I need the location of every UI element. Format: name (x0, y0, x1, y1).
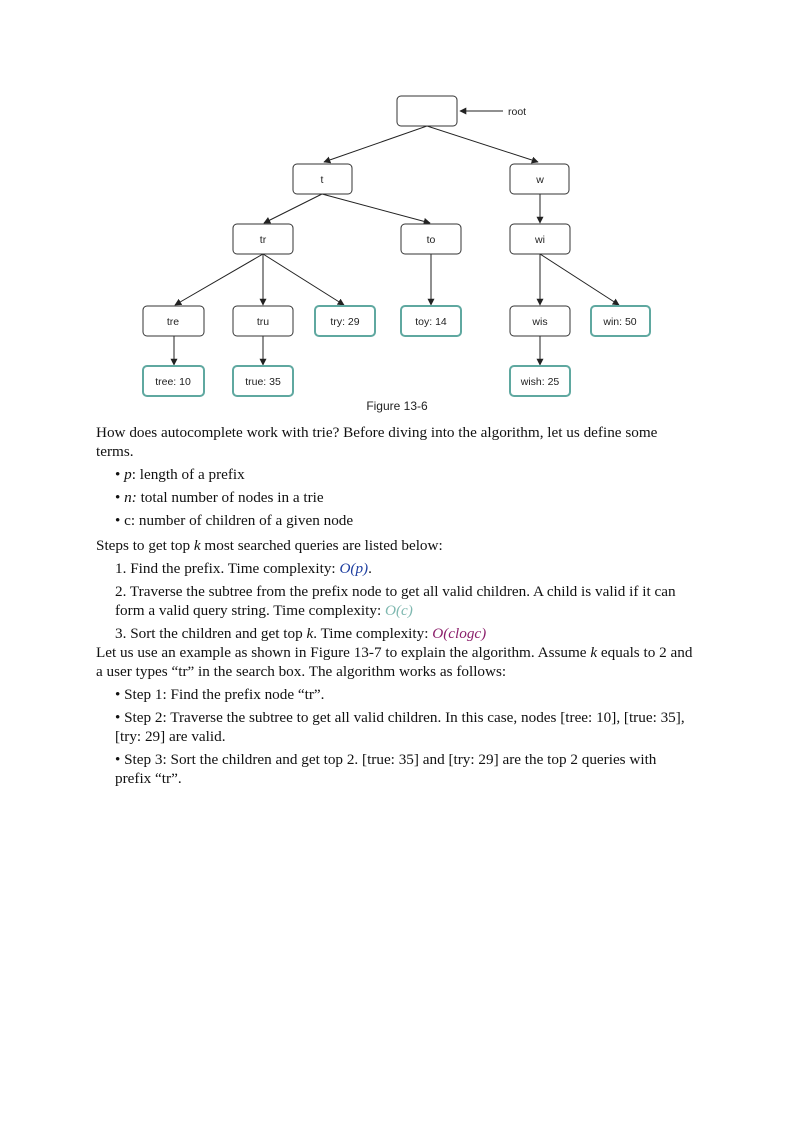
def-text: total number of nodes in a trie (136, 489, 324, 506)
example-text: Let us use an example as shown in Figure… (96, 644, 591, 661)
def-symbol: p (124, 466, 132, 483)
example-step-3: • Step 3: Sort the children and get top … (115, 751, 657, 787)
node-w (509, 163, 570, 195)
label-tre: tre (167, 316, 179, 328)
step-3: 3. Sort the children and get top k. Time… (115, 624, 696, 643)
def-text: : length of a prefix (131, 466, 245, 483)
example-step-1: • Step 1: Find the prefix node “tr”. (115, 686, 325, 703)
example-text: equals to 2 and a user types “tr” in the… (96, 644, 693, 680)
label-tree: tree: 10 (155, 376, 191, 388)
node-t (292, 163, 353, 195)
def-symbol: c (124, 512, 131, 529)
label-tru: tru (257, 316, 269, 328)
label-to: to (427, 234, 436, 246)
intro-paragraph: How does autocomplete work with trie? Be… (96, 424, 658, 460)
label-wish: wish: 25 (520, 376, 560, 388)
label-t: t (321, 174, 324, 186)
node-wish (509, 365, 571, 397)
step-1: 1. Find the prefix. Time complexity: O(p… (115, 559, 696, 578)
label-try: try: 29 (330, 316, 359, 328)
steps-intro-text: Steps to get top (96, 537, 194, 554)
node-tru (232, 305, 294, 337)
edge-t-to (321, 193, 431, 225)
def-item-p: • p: length of a prefix (115, 466, 245, 483)
label-wi: wi (534, 234, 545, 246)
step-2: 2. Traverse the subtree from the prefix … (115, 582, 696, 620)
node-tre (142, 305, 205, 337)
root-node (396, 95, 458, 127)
complexity-op: O(p) (339, 560, 369, 577)
edge-root-t (323, 125, 428, 164)
complexity-oclogc: O(clogc) (432, 625, 487, 642)
complexity-oc: O(c) (384, 602, 413, 619)
node-to (400, 223, 462, 255)
node-wis (509, 305, 571, 337)
label-tr: tr (260, 234, 267, 246)
edge-wi-win (539, 253, 620, 306)
label-win: win: 50 (602, 316, 636, 328)
var-k: k (590, 644, 598, 661)
label-true: true: 35 (245, 376, 281, 388)
edge-root-w (426, 125, 539, 164)
figure-caption: Figure 13-6 (366, 399, 428, 413)
example-paragraph: Let us use an example as shown in Figure… (96, 643, 696, 681)
def-text: : number of children of a given node (130, 512, 354, 529)
step-text: . Time complexity: (313, 625, 433, 642)
node-toy (400, 305, 462, 337)
trie-edges (170, 107, 620, 366)
root-label: root (508, 106, 526, 118)
label-wis: wis (531, 316, 547, 328)
node-try (314, 305, 376, 337)
edge-t-tr (263, 193, 323, 224)
def-symbol: n: (124, 489, 137, 506)
label-toy: toy: 14 (415, 316, 447, 328)
edge-tr-try (262, 253, 345, 306)
step-text: 3. Sort the children and get top (115, 625, 307, 642)
steps-intro-text: most searched queries are listed below: (200, 537, 443, 554)
var-k: k (306, 625, 314, 642)
edge-tr-tre (174, 253, 264, 306)
step-text: 1. Find the prefix. Time complexity: (115, 560, 340, 577)
step-text: . (368, 560, 372, 577)
var-k: k (193, 537, 201, 554)
def-item-c: • c: number of children of a given node (115, 512, 354, 529)
node-true (232, 365, 294, 397)
label-w: w (535, 174, 544, 186)
node-tree (142, 365, 205, 397)
step-text: 2. Traverse the subtree from the prefix … (115, 583, 676, 619)
node-win (590, 305, 651, 337)
body-text: How does autocomplete work with trie? Be… (96, 423, 696, 788)
def-item-n: • n: total number of nodes in a trie (115, 489, 324, 506)
node-wi (509, 223, 571, 255)
example-step-2: • Step 2: Traverse the subtree to get al… (115, 709, 685, 745)
trie-figure: root t w tr to wi tre tru try: 29 toy: 1… (142, 95, 651, 397)
node-tr (232, 223, 294, 255)
steps-intro: Steps to get top k most searched queries… (96, 536, 696, 555)
